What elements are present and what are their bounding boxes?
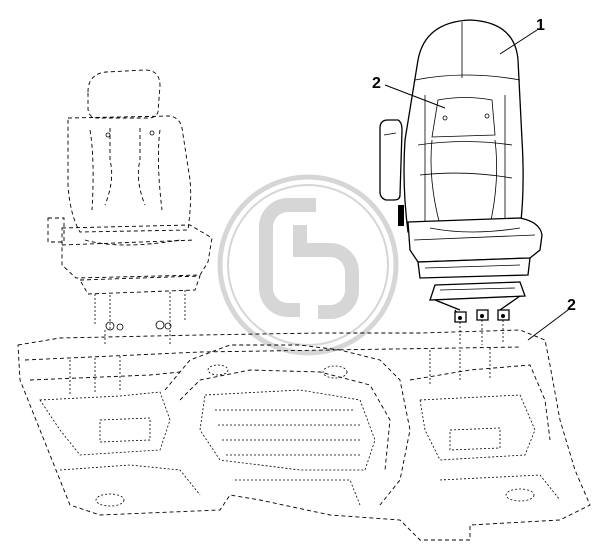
callout-1: 1 (536, 17, 545, 34)
floor-panel (17, 329, 591, 541)
callout-2-seatbelt: 2 (372, 75, 381, 92)
leader-2a (384, 84, 446, 109)
watermark-logo (217, 174, 399, 356)
leader-lines (384, 29, 569, 341)
leader-2b (527, 309, 569, 341)
driver-seat (379, 19, 543, 345)
passenger-seat (47, 69, 213, 345)
leader-1 (499, 29, 538, 55)
callout-2-floor: 2 (567, 297, 576, 314)
